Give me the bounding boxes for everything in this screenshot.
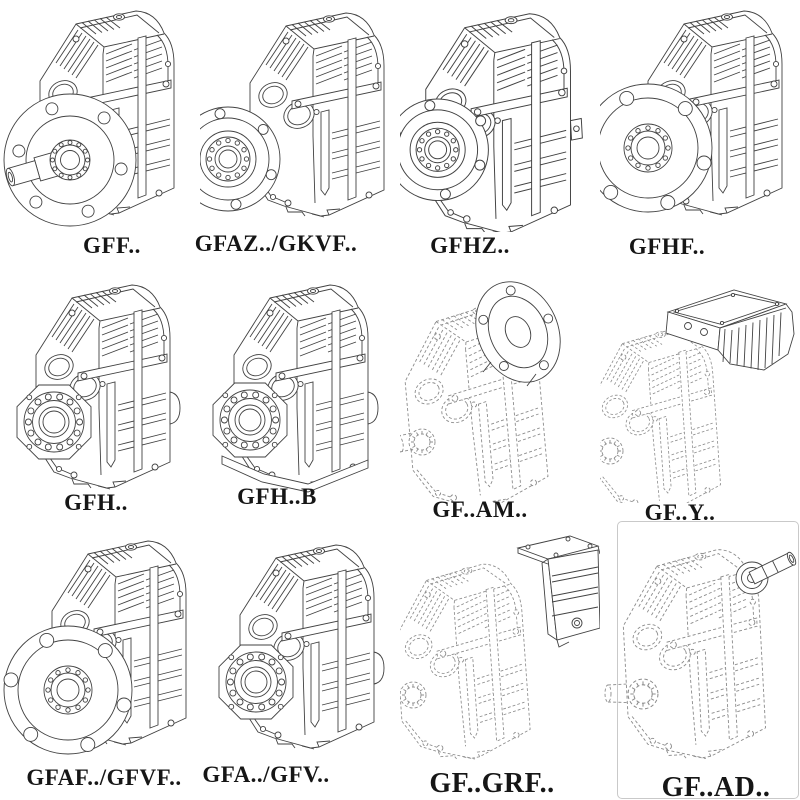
gf-y-drawing [600, 289, 795, 503]
variant-label: GFHF.. [628, 234, 706, 259]
gearbox-variant-gfh: GFH.. [0, 268, 200, 526]
gearbox-variant-gf-ad: GF..AD.. [600, 526, 800, 800]
gearbox-variant-gfh-b: GFH..B [200, 268, 400, 526]
variant-label: GFAZ../GKVF.. [194, 231, 358, 256]
gfaf-gfvf-drawing [3, 540, 187, 755]
gfh-b-drawing [212, 284, 379, 493]
variant-label: GFHZ.. [430, 233, 510, 258]
variant-label: GFH.. [64, 490, 128, 515]
gearbox-variant-gf-grf: GF..GRF.. [400, 526, 600, 800]
gf-ad-drawing [604, 547, 797, 764]
gf-am-drawing [400, 281, 561, 503]
gfhf-drawing [600, 10, 783, 216]
gearbox-variant-gfaz-gkvf: GFAZ../GKVF.. [195, 0, 400, 268]
gfh-drawing [16, 284, 181, 490]
variant-label: GF..AD.. [661, 772, 771, 800]
gfaz-gkvf-drawing [200, 12, 385, 218]
gfhz-drawing [400, 13, 583, 232]
gearbox-variant-gfhf: GFHF.. [600, 0, 800, 268]
variant-label: GFF.. [83, 233, 141, 258]
variant-label: GF..AM.. [432, 497, 528, 522]
gearbox-variant-gf-y: GF..Y.. [600, 268, 800, 526]
gearbox-variant-gfaf-gfvf: GFAF../GFVF.. [0, 526, 200, 800]
gfa-gfv-drawing [218, 544, 385, 750]
gearbox-variant-gfa-gfv: GFA../GFV.. [200, 526, 400, 800]
variant-label: GF..GRF.. [429, 768, 555, 799]
gff-drawing [3, 10, 175, 227]
variant-label: GF..Y.. [644, 500, 716, 525]
gearbox-variant-gf-am: GF..AM.. [400, 268, 600, 526]
variant-label: GFAF../GFVF.. [26, 765, 182, 790]
gearbox-variant-gfhz: GFHZ.. [400, 0, 600, 268]
variant-label: GFH..B [237, 484, 317, 509]
gearbox-variant-gff: GFF.. [0, 0, 200, 268]
gf-grf-drawing [400, 535, 600, 765]
variant-label: GFA../GFV.. [202, 762, 330, 787]
highlight-frame [617, 521, 799, 799]
